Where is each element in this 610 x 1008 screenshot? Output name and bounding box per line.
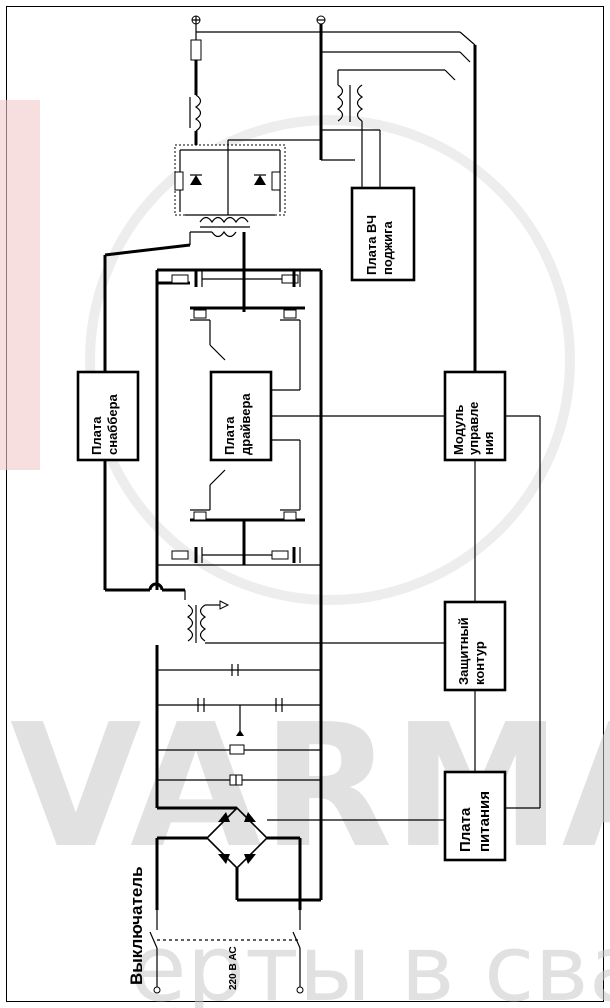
- watermark-brand: VARMA: [10, 688, 610, 886]
- output-terminals: [191, 15, 326, 25]
- output-resistor: [190, 39, 202, 61]
- driver-board-line1: Плата: [222, 416, 237, 455]
- mains-voltage-label: 220 В АС: [228, 946, 239, 990]
- feedback-wires: [196, 31, 477, 372]
- mains-switch: [149, 910, 304, 994]
- dc-bus: [155, 268, 323, 900]
- snubber-board: Плата снаббера: [76, 370, 140, 462]
- hf-transformer-secondary: [356, 84, 364, 122]
- control-module: Модуль управле ния: [443, 370, 507, 462]
- control-module-line2: управле: [466, 402, 481, 455]
- control-wiring: [272, 270, 541, 809]
- protection-circuit-line1: Защитный: [456, 617, 471, 685]
- upper-switch-pair: [171, 271, 305, 391]
- protection-circuit-line2: контур: [472, 641, 487, 685]
- control-module-line3: ния: [481, 432, 496, 455]
- snubber-board-line2: снаббера: [105, 393, 120, 455]
- hf-ignition-board-line2: поджига: [380, 221, 395, 275]
- watermark-slogan: ерты в сва: [130, 915, 610, 1008]
- input-filter: [157, 664, 321, 786]
- power-supply-board: Плата питания: [443, 770, 507, 862]
- driver-board-line2: драйвера: [238, 393, 253, 455]
- output-choke: [194, 94, 202, 132]
- output-negative-path: [319, 24, 445, 188]
- main-transformer: [189, 216, 250, 312]
- protection-circuit: Защитный контур: [443, 600, 507, 692]
- power-supply-board-line2: питания: [476, 791, 493, 852]
- lower-switch-pair: [157, 439, 321, 566]
- power-supply-board-line1: Плата: [457, 807, 474, 852]
- control-module-line1: Модуль: [451, 405, 466, 455]
- driver-board: Плата драйвера: [209, 370, 273, 462]
- hf-ignition-board-line1: Плата ВЧ: [364, 215, 379, 275]
- watermark: VARMA ерты в сва: [0, 100, 610, 1008]
- diagram-frame: [6, 6, 604, 1002]
- hf-transformer-primary: [336, 84, 344, 122]
- switch-label: Выключатель: [127, 866, 146, 985]
- input-diode-bridge: [155, 806, 445, 910]
- snubber-board-line1: Плата: [89, 416, 104, 455]
- current-transformer: [184, 590, 445, 644]
- output-rectifier: [174, 139, 321, 216]
- hf-ignition-board: Плата ВЧ поджига: [350, 186, 416, 282]
